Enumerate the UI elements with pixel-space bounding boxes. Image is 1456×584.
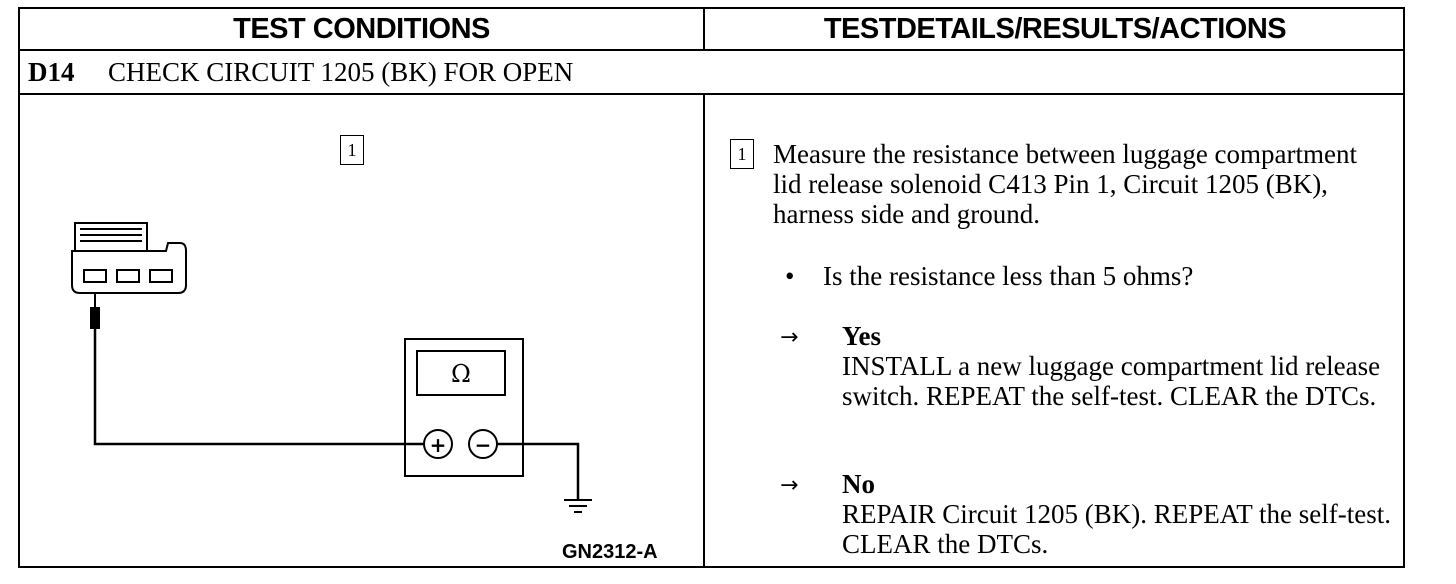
- yes-result: Yes INSTALL a new luggage compartment li…: [842, 321, 1392, 411]
- column-divider-top: [703, 9, 705, 49]
- test-diagram: 1: [20, 95, 703, 568]
- test-conditions-header: TEST CONDITIONS: [233, 12, 490, 45]
- ohmmeter-icon: [404, 338, 524, 477]
- wiring-diagram: Ω + −: [71, 222, 592, 513]
- yes-label: Yes: [842, 321, 881, 351]
- step-title: CHECK CIRCUIT 1205 (BK) FOR OPEN: [108, 56, 574, 87]
- no-result: No REPAIR Circuit 1205 (BK). REPEAT the …: [842, 469, 1392, 559]
- yes-action: INSTALL a new luggage compartment lid re…: [842, 351, 1381, 411]
- test-table: TEST CONDITIONS TESTDETAILS/RESULTS/ACTI…: [18, 7, 1405, 568]
- no-arrow-icon: →: [780, 473, 799, 498]
- test-lead-wire: [93, 329, 425, 446]
- no-label: No: [842, 469, 875, 499]
- question-text: Is the resistance less than 5 ohms?: [823, 261, 1194, 291]
- column-divider: [703, 95, 705, 568]
- header-divider: [20, 49, 1403, 51]
- ground-lead-wire: [497, 442, 580, 500]
- step-id: D14: [28, 56, 75, 87]
- probe-icon: [90, 293, 100, 329]
- yes-arrow-icon: →: [780, 325, 799, 350]
- connector-icon: [71, 222, 187, 294]
- bullet: •: [785, 261, 795, 291]
- step-row: D14 CHECK CIRCUIT 1205 (BK) FOR OPEN: [20, 51, 1403, 93]
- diagram-step-marker: 1: [340, 135, 364, 165]
- ohm-symbol: Ω: [451, 360, 471, 388]
- ground-icon: [564, 499, 592, 513]
- details-step-marker: 1: [730, 139, 754, 169]
- test-details: 1 Measure the resistance between luggage…: [705, 95, 1405, 568]
- plus-terminal: +: [430, 433, 447, 457]
- figure-code: GN2312-A: [562, 541, 658, 563]
- minus-terminal: −: [475, 433, 492, 457]
- test-details-header: TESTDETAILS/RESULTS/ACTIONS: [823, 12, 1287, 45]
- step-divider: [20, 93, 1403, 95]
- no-action: REPAIR Circuit 1205 (BK). REPEAT the sel…: [842, 499, 1391, 559]
- instruction-text: Measure the resistance between luggage c…: [773, 139, 1358, 229]
